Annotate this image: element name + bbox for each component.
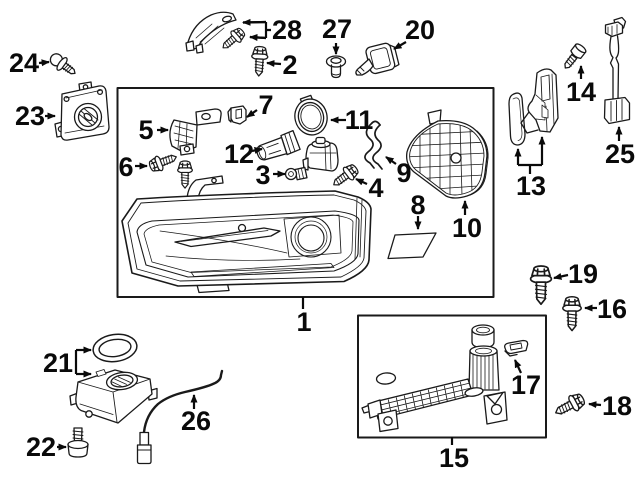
part-19-screw-drawing — [529, 265, 553, 306]
part-7-clip-drawing — [227, 105, 247, 125]
callout-26[interactable]: 26 — [181, 406, 211, 436]
part-17-clip-drawing — [504, 339, 529, 357]
callout-4[interactable]: 4 — [368, 173, 383, 203]
part-9-spring-drawing — [364, 120, 383, 170]
callout-18[interactable]: 18 — [602, 391, 632, 421]
callout-9[interactable]: 9 — [396, 158, 411, 188]
callout-16[interactable]: 16 — [597, 294, 627, 324]
callout-13[interactable]: 13 — [516, 171, 546, 201]
callout-23[interactable]: 23 — [15, 101, 45, 131]
callout-12[interactable]: 12 — [224, 139, 254, 169]
part-21-ballast-drawing — [69, 333, 158, 424]
callout-24[interactable]: 24 — [9, 48, 39, 78]
part-13-lens-drawing — [508, 68, 559, 146]
callout-10[interactable]: 10 — [452, 213, 482, 243]
part-25-strip-drawing — [603, 16, 631, 125]
callout-leader-lines — [38, 18, 623, 451]
callout-20[interactable]: 20 — [405, 15, 435, 45]
part-8-sticker-drawing — [387, 232, 437, 260]
part-15-crossmember-drawing — [361, 324, 508, 433]
part-20-bulb-drawing — [355, 42, 400, 76]
callout-15[interactable]: 15 — [439, 443, 469, 473]
part-3-bulb-drawing — [284, 136, 339, 181]
part-12-bulb-drawing — [256, 129, 301, 161]
callout-22[interactable]: 22 — [26, 432, 56, 462]
main-assembly-box-1 — [116, 87, 495, 298]
callout-28[interactable]: 28 — [272, 15, 302, 45]
part-28-bracket-drawing — [185, 11, 248, 54]
part-2-screw-drawing — [250, 45, 269, 78]
part-24-screw-drawing — [49, 53, 76, 75]
callout-2[interactable]: 2 — [282, 50, 297, 80]
callout-17[interactable]: 17 — [511, 370, 541, 400]
part-5-bracket-drawing — [169, 108, 222, 156]
part-18-screw-drawing — [551, 390, 588, 421]
callout-7[interactable]: 7 — [258, 90, 273, 120]
part-6-screw-drawing — [146, 149, 193, 189]
part-10-cover-drawing — [406, 109, 489, 199]
part-16-screw-drawing — [562, 296, 582, 332]
callout-labels: 1 2 3 4 5 6 7 8 9 10 11 12 13 14 15 16 1… — [9, 14, 635, 473]
callout-27[interactable]: 27 — [322, 14, 352, 44]
callout-6[interactable]: 6 — [118, 152, 133, 182]
callout-11[interactable]: 11 — [345, 105, 374, 135]
part-1-headlamp-drawing — [121, 175, 372, 294]
callout-14[interactable]: 14 — [566, 77, 596, 107]
part-26-harness-drawing — [136, 369, 224, 465]
callout-3[interactable]: 3 — [255, 160, 270, 190]
callout-25[interactable]: 25 — [605, 139, 635, 169]
part-22-screw-drawing — [67, 427, 89, 458]
part-23-module-drawing — [54, 81, 110, 141]
part-11-ring-drawing — [294, 94, 328, 136]
callout-5[interactable]: 5 — [138, 115, 153, 145]
part-27-plug-drawing — [325, 55, 347, 79]
callout-21[interactable]: 21 — [43, 348, 73, 378]
callout-1[interactable]: 1 — [296, 307, 311, 337]
part-14-screw-drawing — [564, 43, 587, 69]
callout-19[interactable]: 19 — [568, 259, 598, 289]
callout-8[interactable]: 8 — [410, 190, 425, 220]
